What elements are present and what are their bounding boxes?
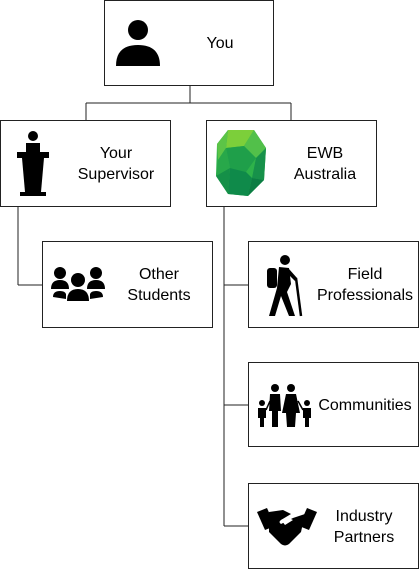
ewb-green-gem-logo-icon (216, 130, 266, 196)
node-field-professionals: Field Professionals (248, 241, 419, 328)
node-students-label: Other Students (127, 266, 191, 304)
node-ewb-label: EWB Australia (293, 145, 357, 183)
node-communities: Communities (248, 362, 419, 447)
node-ewb-australia: EWB Australia (206, 120, 377, 207)
node-you: You (104, 0, 274, 86)
hiker-icon (267, 255, 303, 317)
node-industry-label: Industry Partners (333, 508, 395, 546)
person-icon (116, 20, 160, 66)
family-icon (258, 384, 311, 427)
node-communities-label: Communities (318, 397, 412, 414)
handshake-icon (257, 508, 317, 546)
node-supervisor: Your Supervisor (0, 120, 171, 207)
node-supervisor-label: Your Supervisor (77, 145, 155, 183)
node-industry-partners: Industry Partners (248, 483, 419, 569)
node-field-label: Field Professionals (316, 266, 414, 304)
node-other-students: Other Students (42, 241, 213, 328)
podium-speaker-icon (17, 131, 49, 196)
group-of-people-icon (51, 267, 105, 301)
node-you-label: You (206, 35, 234, 52)
